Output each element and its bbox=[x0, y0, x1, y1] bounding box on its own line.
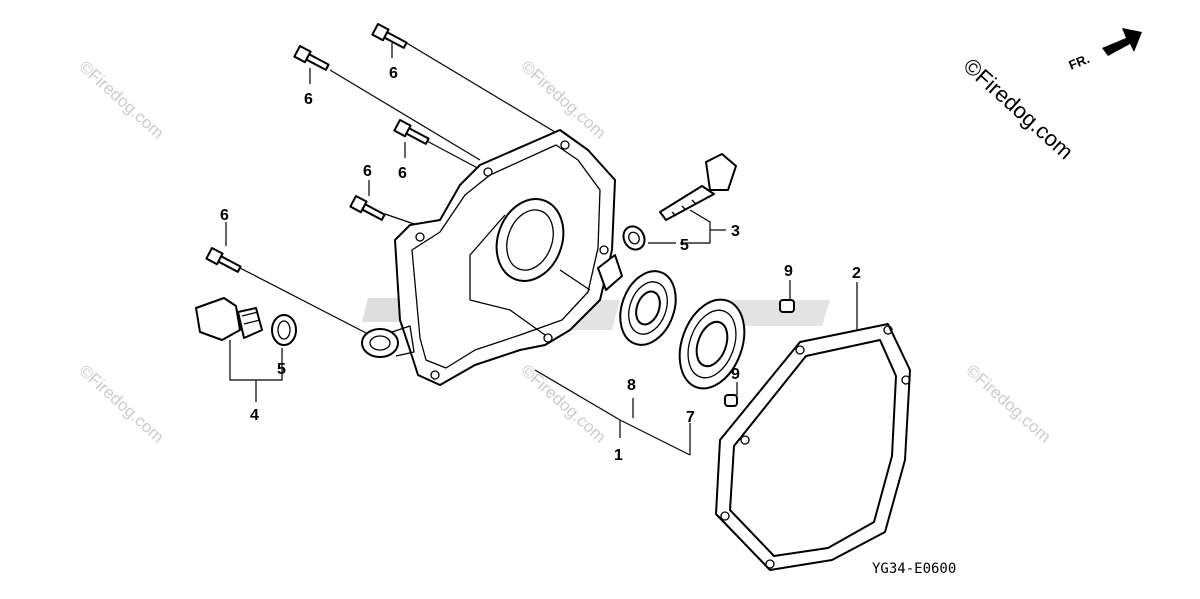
flange-bolt-mid bbox=[393, 119, 430, 145]
flange-bolt-left bbox=[205, 247, 242, 273]
o-ring-filler-cap bbox=[271, 314, 297, 346]
oil-seal bbox=[678, 298, 746, 390]
dowel-pin-upper bbox=[779, 299, 795, 313]
gasket bbox=[715, 323, 911, 571]
callout-flange-bolt-upper-left: 6 bbox=[304, 91, 313, 108]
watermark-bottom-right: ©Firedog.com bbox=[962, 361, 1054, 447]
front-direction-indicator: FR. bbox=[1067, 28, 1142, 73]
callout-flange-bolt-mid: 6 bbox=[398, 165, 407, 182]
watermark-top-left: ©Firedog.com bbox=[75, 57, 167, 143]
callout-dowel-pin-lower: 9 bbox=[731, 366, 740, 383]
callout-o-ring-filler-cap: 5 bbox=[277, 361, 286, 378]
callout-oil-level-gauge: 3 bbox=[731, 223, 740, 240]
callout-oil-seal: 7 bbox=[686, 409, 695, 426]
front-arrow-icon bbox=[1102, 28, 1142, 56]
flange-bolt-upper-left bbox=[293, 45, 330, 71]
watermark-bottom-center: ©Firedog.com bbox=[517, 361, 609, 447]
radial-bearing bbox=[619, 270, 677, 346]
flange-bolt-center bbox=[349, 195, 386, 221]
callout-dowel-pin-upper: 9 bbox=[784, 263, 793, 280]
callout-crankcase-cover: 1 bbox=[614, 447, 623, 464]
flange-bolt-top bbox=[371, 22, 408, 49]
callout-o-ring-gauge: 5 bbox=[680, 237, 689, 254]
callout-flange-bolt-center: 6 bbox=[363, 163, 372, 180]
oil-level-gauge bbox=[659, 153, 737, 221]
callout-oil-filler-cap: 4 bbox=[250, 407, 259, 424]
diagram-code: YG34-E0600 bbox=[872, 561, 956, 577]
dowel-pin-lower bbox=[724, 394, 738, 407]
front-label: FR. bbox=[1067, 51, 1092, 73]
watermark-main: ©Firedog.com bbox=[959, 53, 1079, 164]
oil-filler-cap bbox=[195, 297, 263, 341]
callout-radial-bearing: 8 bbox=[627, 377, 636, 394]
watermark-top-center: ©Firedog.com bbox=[517, 57, 609, 143]
callout-flange-bolt-top: 6 bbox=[389, 65, 398, 82]
o-ring-gauge bbox=[622, 225, 646, 251]
callout-gasket: 2 bbox=[852, 265, 861, 282]
callout-flange-bolt-left: 6 bbox=[220, 207, 229, 224]
crankcase-cover bbox=[361, 129, 623, 386]
watermark-bottom-left: ©Firedog.com bbox=[75, 361, 167, 447]
callout-labels: 1 2 3 4 5 5 6 6 6 6 6 7 8 9 9 bbox=[220, 65, 861, 464]
